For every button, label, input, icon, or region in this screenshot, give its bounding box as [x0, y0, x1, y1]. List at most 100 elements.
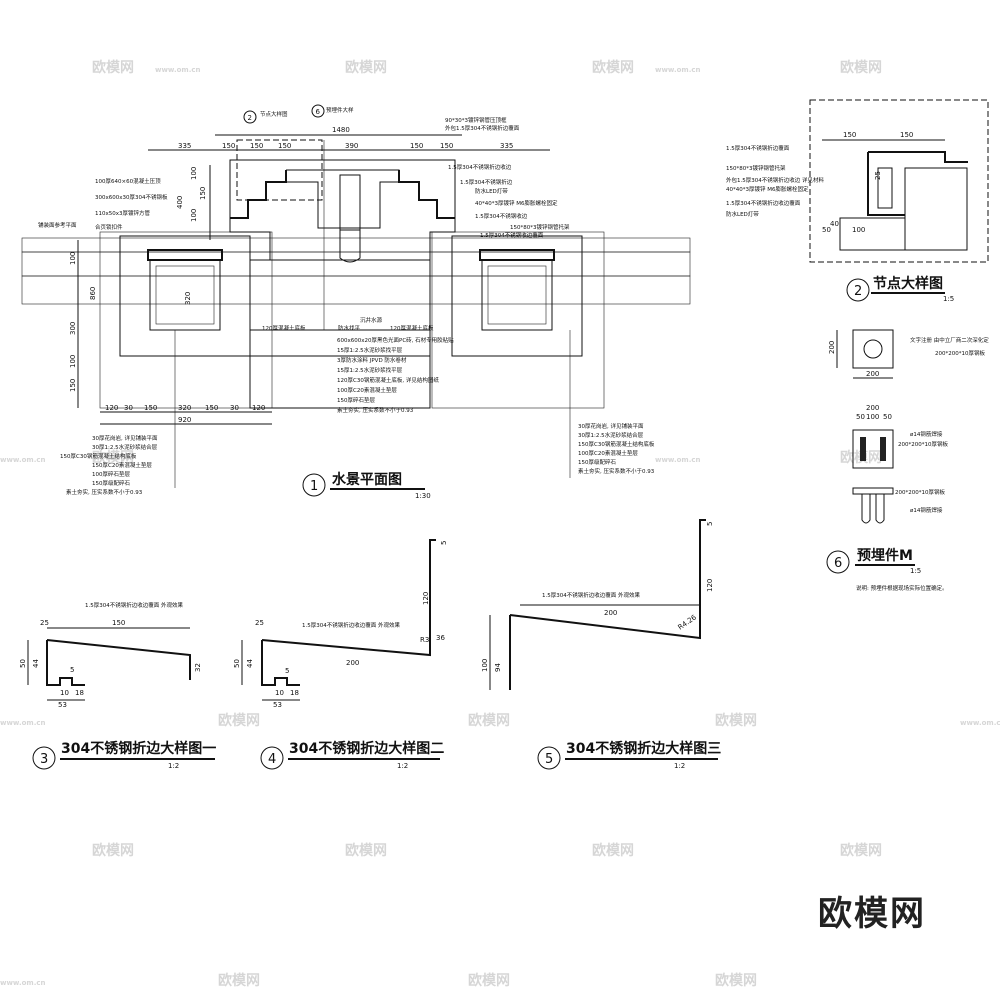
fold-detail-5: 200 120 5 100 94 R4.26 1.5厚304不锈钢折边收边覆面 …	[481, 519, 721, 770]
left-channel-fill	[155, 265, 215, 325]
bottom-left-note: 100厚碎石垫层	[92, 470, 130, 478]
fold-dim: 150	[112, 619, 125, 627]
embed-rebar	[860, 437, 866, 461]
center-note: 600x600x20厚黑色光面PC砖, 石材专用胶粘贴	[337, 336, 454, 344]
fold-profile	[261, 640, 300, 686]
watermark-site: www.om.cn	[0, 456, 46, 464]
top-dim: 150	[278, 142, 291, 150]
top-note: 90*30*3镀锌钢管压顶框	[445, 116, 507, 124]
right-note: 40*40*3厚镀锌 M6膨胀螺栓固定	[475, 199, 558, 207]
node-frame	[809, 99, 989, 263]
fold-note: 1.5厚304不锈钢折边收边覆面 外观效果	[85, 601, 183, 609]
right-note: 1.5厚304不锈钢折边	[460, 178, 513, 186]
node-coping	[868, 151, 968, 163]
center-note: 15厚1:2.5水泥砂浆找平层	[337, 366, 403, 374]
bottom-left-note: 30厚1:2.5水泥砂浆结合层	[92, 443, 158, 451]
fold-detail-4: 200 120 5 25 50 44 5 10 18 53 R3 36 1.5厚…	[233, 539, 448, 770]
fold-dim: 25	[255, 619, 264, 627]
watermark-site: www.om.cn	[155, 66, 201, 74]
fold-title-number: 3	[40, 752, 48, 767]
watermark-text: 欧模网	[92, 59, 134, 76]
watermark-site: www.om.cn	[655, 456, 701, 464]
fold-note: 1.5厚304不锈钢折边收边覆面 外观效果	[542, 591, 640, 599]
embed-anchor	[875, 494, 885, 524]
right-note: 防水LED灯带	[475, 187, 508, 195]
fold-dim: 94	[494, 663, 502, 672]
watermark-text: 欧模网	[592, 59, 634, 76]
bottom-right-note: 30厚花岗岩, 详见铺装平面	[578, 422, 644, 430]
right-step-coping	[398, 170, 455, 219]
fold-scale: 1:2	[168, 762, 179, 770]
embed-dim: 200	[828, 341, 836, 354]
node-note: 1.5厚304不锈钢折边收边覆面	[726, 199, 801, 207]
fold-dim: 10	[275, 689, 284, 697]
bottom-right-note: 30厚1:2.5水泥砂浆结合层	[578, 431, 644, 439]
embed-note: 200*200*10厚钢板	[895, 488, 945, 496]
fold-title-bubble	[260, 746, 284, 770]
fold-dim: 5	[706, 522, 714, 526]
right-note: 1.5厚304不锈钢收边覆面	[480, 231, 544, 239]
node-title-bubble	[846, 278, 870, 302]
fold-title-number: 5	[545, 752, 553, 767]
fold-dim: 100	[481, 659, 489, 672]
top-note: 外包1.5厚304不锈钢折边覆面	[445, 124, 520, 132]
callout-number: 2	[248, 114, 252, 122]
node-dim: 150	[843, 131, 856, 139]
embed-dim: 200	[866, 370, 879, 378]
fold-dim: 120	[706, 579, 714, 592]
center-note: 120厚C30钢筋混凝土底板, 详见结构图纸	[337, 376, 439, 384]
node-small-dim: 40	[830, 220, 839, 228]
center-note: 150厚碎石垫层	[337, 396, 375, 404]
center-note: 3厚防水涂料 JPVD 防水卷材	[337, 356, 407, 364]
watermark-site: www.om.cn	[655, 66, 701, 74]
fold-dim: 200	[346, 659, 359, 667]
watermark-text: 欧模网	[840, 59, 882, 76]
left-note: 300x600x30厚304不锈钢板	[95, 193, 168, 201]
fold-dim: R3	[420, 636, 429, 644]
fold-dim: 5	[285, 667, 289, 675]
fold-dim: 53	[58, 701, 67, 709]
node-note: 外包1.5厚304不锈钢折边收边 详见材料	[726, 176, 824, 184]
floor-label: 120厚混凝土底板	[390, 324, 434, 332]
fold-dim: 44	[32, 659, 40, 668]
node-small-dim: 100	[852, 226, 865, 234]
left-step-coping	[230, 170, 287, 219]
node-base	[839, 217, 906, 251]
watermark-text: 欧模网	[92, 842, 134, 859]
center-small-note: 防水找平	[338, 324, 361, 332]
top-dim: 150	[222, 142, 235, 150]
embed-plate-side	[852, 487, 894, 495]
fold-dim: 5	[440, 541, 448, 545]
drain-pipe	[339, 230, 361, 263]
node-scale: 1:5	[943, 295, 954, 303]
fold-dim: 120	[422, 592, 430, 605]
embed-note: 文字注册 由中立厂商二次深化定	[910, 336, 989, 344]
embed-rebar	[880, 437, 886, 461]
fold-title-number: 4	[268, 752, 276, 767]
top-dim: 150	[440, 142, 453, 150]
watermark-site: www.om.cn	[0, 719, 46, 727]
bottom-dim: 30	[230, 404, 239, 412]
node-small-dim: 50	[822, 226, 831, 234]
bottom-right-note: 素土夯实, 压实系数不小于0.93	[578, 467, 655, 475]
fold-scale: 1:2	[674, 762, 685, 770]
center-note: 素土夯实, 压实系数不小于0.93	[337, 406, 414, 414]
node-note: 防水LED灯带	[726, 210, 759, 218]
embed-side-dim: 50	[856, 413, 865, 421]
bottom-right-note: 100厚C20素混凝土垫层	[578, 449, 638, 457]
left-vdim: 150	[199, 187, 207, 200]
bottom-dim: 320	[178, 404, 191, 412]
node-note: 150*80*3镀锌钢管托架	[726, 164, 786, 172]
outer-vdim: 150	[69, 379, 77, 392]
bottom-left-note: 150厚C30钢筋混凝土结构底板	[60, 452, 137, 460]
outer-vdim: 100	[69, 252, 77, 265]
embed-side-dim: 50	[883, 413, 892, 421]
node-title-number: 2	[854, 284, 862, 299]
left-vdim: 400	[176, 196, 184, 209]
bottom-left-note: 150厚C20素混凝土垫层	[92, 461, 152, 469]
bottom-left-note: 素土夯实, 压实系数不小于0.93	[66, 488, 143, 496]
fold-dim: 36	[436, 634, 445, 642]
right-note: 150*80*3镀锌钢管托架	[510, 223, 570, 231]
fold-dim: 25	[40, 619, 49, 627]
embed-bolt-circle	[863, 339, 883, 359]
